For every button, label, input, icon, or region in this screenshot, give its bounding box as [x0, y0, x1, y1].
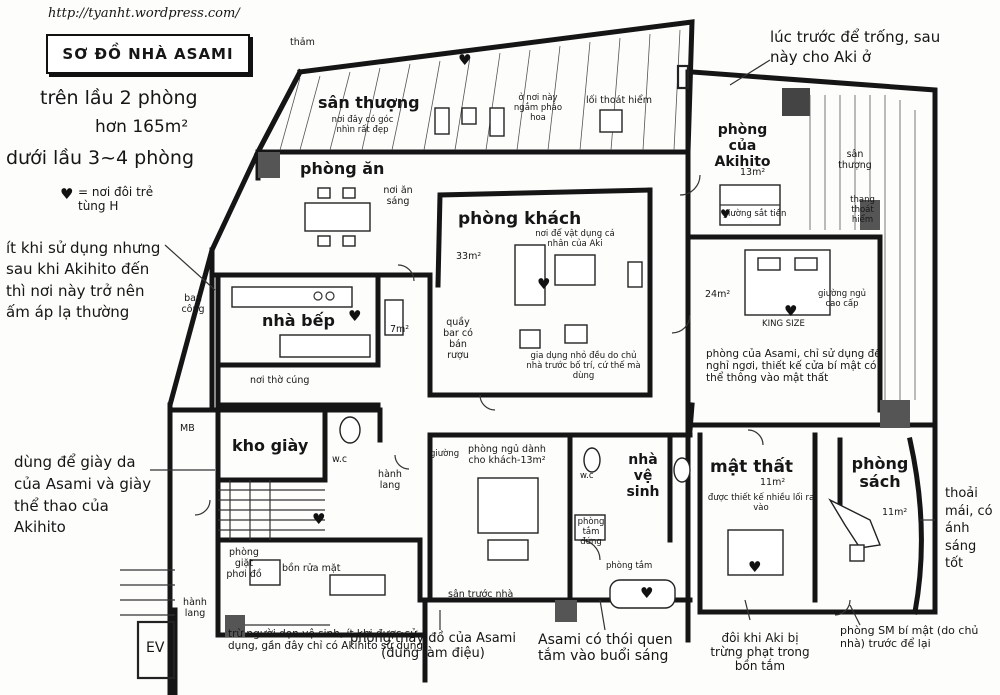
- bar-label: quầy bar có bán rượu: [443, 317, 473, 361]
- furniture: [136, 107, 881, 680]
- front-yard-label: sân trước nhà: [448, 589, 514, 600]
- bathroom-label: phòng tắm: [606, 561, 653, 571]
- note-sm-room: phòng SM bí mật (do chủ nhà) trước để lạ…: [840, 624, 979, 650]
- legend-heart-icon: ♥: [60, 185, 74, 203]
- ev-label: EV: [146, 640, 165, 656]
- guest-bed-label: giường: [430, 449, 460, 459]
- asami-room-note: phòng của Asami, chỉ sử dụng để nghỉ ngơ…: [706, 348, 881, 385]
- king-size-label: KING SIZE: [762, 319, 805, 329]
- heart-icon-asami: ♥: [784, 302, 798, 320]
- note-cleaner: trừ người dọn vệ sinh, ít khi được sử dụ…: [228, 628, 424, 653]
- note-punish: đôi khi Aki bị trừng phạt trong bồn tắm: [710, 631, 810, 673]
- wc2-label: w.c: [580, 471, 594, 481]
- heart-icon-akihito: ♥: [720, 207, 731, 221]
- note-bath-habit: Asami có thói quen tắm vào buổi sáng: [538, 632, 673, 665]
- kitchen-area: 7m²: [390, 324, 410, 335]
- secret-note: được thiết kế nhiều lối ra vào: [707, 493, 815, 513]
- note-top-right: lúc trước để trống, sau này cho Aki ở: [770, 28, 941, 66]
- balcony-label: ban công: [181, 293, 205, 315]
- living-label: phòng khách: [458, 209, 582, 229]
- hallway2-label: hành lang: [183, 597, 207, 619]
- emergency-exit-label: lối thoát hiểm: [586, 95, 652, 106]
- asami-area: 24m²: [705, 289, 731, 300]
- hallway-label: hành lang: [378, 469, 402, 491]
- living-area: 33m²: [456, 251, 482, 262]
- altar-label: nơi thờ cúng: [250, 375, 310, 386]
- dining-note: nơi ăn sáng: [383, 185, 413, 207]
- note-library: thoải mái, có ánh sáng tốt: [945, 486, 993, 572]
- furniture-note: gia dụng nhỏ đều do chủ nhà trước bố trí…: [526, 351, 641, 381]
- asami-bed-label: giường ngủ cao cấp: [818, 289, 866, 309]
- stairs-label: thang thoát hiểm: [850, 195, 875, 225]
- shoe-room-label: kho giày: [232, 436, 309, 455]
- mb-label: MB: [180, 423, 195, 434]
- heart-icon-secret: ♥: [748, 558, 762, 576]
- summary-downstairs: dưới lầu 3~4 phòng: [6, 147, 195, 169]
- living-note: nơi để vật dụng cá nhân của Aki: [535, 229, 615, 249]
- summary-area: hơn 165m²: [95, 117, 189, 137]
- interior-walls: [167, 149, 938, 695]
- laundry-label: phòng giặt phơi đồ: [226, 547, 262, 580]
- side-terrace-label: sân thượng: [838, 149, 872, 171]
- summary-upstairs: trên lầu 2 phòng: [40, 87, 198, 109]
- washbasin-label: bồn rửa mặt: [282, 563, 341, 574]
- outer-walls: [167, 19, 938, 695]
- carpet-label: thảm: [290, 37, 315, 48]
- roof-terrace-note: nơi đây có góc nhìn rất đẹp: [331, 115, 394, 135]
- wc-label: w.c: [332, 454, 348, 465]
- legend-text: = nơi đôi trẻ tùng H: [78, 185, 154, 213]
- roof-terrace-label: sân thượng: [318, 93, 420, 112]
- heart-icon-living: ♥: [537, 275, 551, 293]
- heart-icon-roof: ♥: [458, 51, 472, 69]
- diagram-title: SƠ ĐỒ NHÀ ASAMI: [46, 34, 250, 74]
- library-area: 11m²: [882, 507, 908, 518]
- roof-hatching: [279, 29, 916, 400]
- site-url: http://tyanht.wordpress.com/: [48, 6, 240, 21]
- library-curve: [907, 437, 924, 615]
- shower-label: phòng tắm đứng: [577, 517, 605, 547]
- annotation-lines: [150, 59, 935, 631]
- structural-columns: [225, 88, 910, 637]
- akihito-area: 13m²: [740, 167, 766, 178]
- library-label: phòng sách: [851, 454, 909, 492]
- secret-area: 11m²: [760, 477, 786, 488]
- fireworks-note: ở nơi này ngắm pháo hoa: [513, 93, 563, 123]
- secret-room-label: mật thất: [710, 457, 794, 477]
- guest-room-label: phòng ngủ dành cho khách-13m²: [468, 444, 546, 466]
- note-dressing: phòng thay đồ của Asami (dùng làm điệu): [350, 631, 516, 661]
- note-kitchen: ít khi sử dụng nhưng sau khi Akihito đến…: [6, 239, 161, 321]
- note-shoes: dùng để giày da của Asami và giày thể th…: [14, 453, 152, 537]
- dining-label: phòng ăn: [300, 159, 385, 178]
- heart-icon-kitchen: ♥: [348, 307, 362, 325]
- akihito-bed-label: giường sắt tiền: [722, 209, 787, 219]
- heart-icon-bath: ♥: [640, 584, 654, 602]
- akihito-room-label: phòng của Akihito: [714, 122, 771, 171]
- kitchen-label: nhà bếp: [262, 311, 335, 330]
- stairs: [120, 480, 325, 616]
- roof-window: [676, 64, 690, 90]
- doors: [194, 174, 851, 616]
- toilet-room-label: nhà vệ sinh: [626, 452, 660, 501]
- heart-icon-hallway: ♥: [312, 510, 326, 528]
